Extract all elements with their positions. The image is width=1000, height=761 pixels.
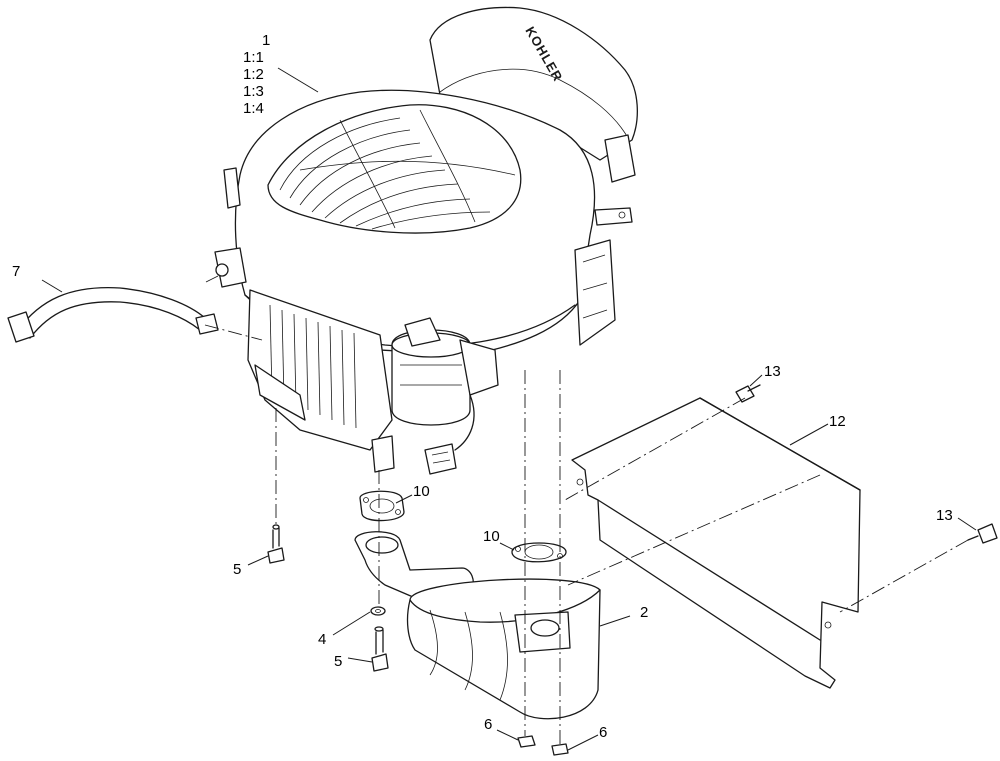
heat-shield xyxy=(571,397,861,689)
exhaust-gasket-upper xyxy=(359,490,405,522)
washer-4 xyxy=(370,606,386,616)
callout-labels: 1 1:1 1:2 1:3 1:4 7 10 10 13 12 13 5 4 5… xyxy=(12,32,953,741)
bolt-13-right xyxy=(967,523,998,544)
callout-12: 12 xyxy=(829,413,846,430)
callout-2: 2 xyxy=(640,604,648,621)
callout-10-lower: 10 xyxy=(483,528,500,545)
callout-6-right: 6 xyxy=(599,724,607,741)
alignment-lines xyxy=(204,324,969,744)
exhaust-gasket-lower xyxy=(511,542,567,563)
callout-1-4: 1:4 xyxy=(243,100,264,117)
callout-6-left: 6 xyxy=(484,716,492,733)
callout-4: 4 xyxy=(318,631,326,648)
callout-1-2: 1:2 xyxy=(243,66,264,83)
nut-6-left xyxy=(517,735,536,748)
callout-13-right: 13 xyxy=(936,507,953,524)
fuel-hose xyxy=(7,286,219,343)
nut-6-right xyxy=(551,743,569,756)
callout-1: 1 xyxy=(262,32,270,49)
engine-assembly: KOHLER xyxy=(205,6,638,475)
bolt-13-upper xyxy=(735,384,761,403)
callout-1-1: 1:1 xyxy=(243,49,264,66)
bolt-5-lower xyxy=(371,626,389,672)
bolt-5-upper xyxy=(267,524,285,564)
callout-5-lower: 5 xyxy=(334,653,342,670)
callout-7: 7 xyxy=(12,263,20,280)
muffler xyxy=(354,531,601,720)
callout-5-upper: 5 xyxy=(233,561,241,578)
callout-1-3: 1:3 xyxy=(243,83,264,100)
leader-lines xyxy=(41,67,977,751)
callout-10-upper: 10 xyxy=(413,483,430,500)
callout-13-upper: 13 xyxy=(764,363,781,380)
